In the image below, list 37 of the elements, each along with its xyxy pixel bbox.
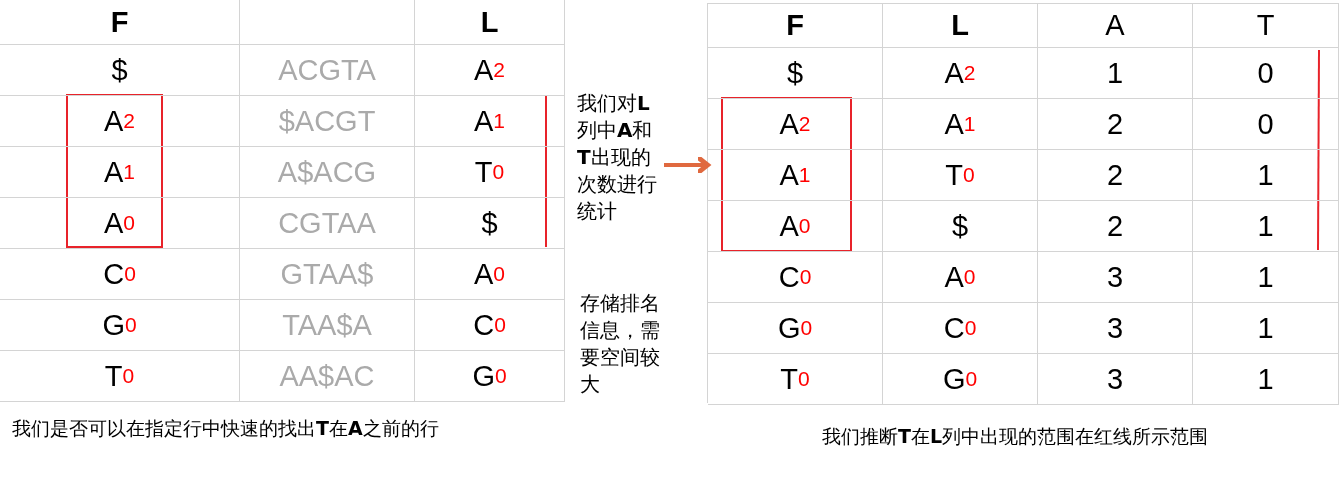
table-cell: ACGTA bbox=[240, 45, 415, 96]
table-cell: 0 bbox=[1193, 99, 1339, 150]
arrow bbox=[664, 154, 710, 176]
table-cell: 1 bbox=[1193, 201, 1339, 252]
table-cell: 0 bbox=[1193, 48, 1339, 99]
table-cell: $ACGT bbox=[240, 96, 415, 147]
table-cell: F bbox=[0, 0, 240, 45]
table-cell: 2 bbox=[1038, 150, 1193, 201]
table-cell: $ bbox=[708, 48, 883, 99]
table-cell: T bbox=[1193, 4, 1339, 48]
table-cell: 2 bbox=[1038, 99, 1193, 150]
table-cell: CGTAA bbox=[240, 198, 415, 249]
note-text: 我们对L列中A和T出现的次数进行统计 bbox=[577, 90, 661, 225]
table-cell: 3 bbox=[1038, 354, 1193, 405]
count-table bbox=[707, 3, 1339, 403]
table-cell: A$ACG bbox=[240, 147, 415, 198]
table-cell: 1 bbox=[1193, 252, 1339, 303]
table-cell: 1 bbox=[1193, 150, 1339, 201]
table-cell: 3 bbox=[1038, 303, 1193, 354]
table-cell: 2 bbox=[1038, 201, 1193, 252]
table-cell: $ bbox=[0, 45, 240, 96]
table-cell: TAA$A bbox=[240, 300, 415, 351]
note-text: 存储排名信息，需要空间较大 bbox=[580, 290, 661, 398]
table-cell: A bbox=[1038, 4, 1193, 48]
table-cell: 1 bbox=[1038, 48, 1193, 99]
caption-text: 我们推断T在L列中出现的范围在红线所示范围 bbox=[820, 424, 1210, 449]
table-cell: L bbox=[883, 4, 1038, 48]
table-cell: $ bbox=[883, 201, 1038, 252]
table-cell: AA$AC bbox=[240, 351, 415, 402]
table-cell: $ bbox=[415, 198, 565, 249]
caption-text: 我们是否可以在指定行中快速的找出T在A之前的行 bbox=[12, 416, 440, 441]
table-cell: 1 bbox=[1193, 354, 1339, 405]
table-cell: 1 bbox=[1193, 303, 1339, 354]
table-cell: F bbox=[708, 4, 883, 48]
table-cell: GTAA$ bbox=[240, 249, 415, 300]
table-cell: L bbox=[415, 0, 565, 45]
table-cell: 3 bbox=[1038, 252, 1193, 303]
